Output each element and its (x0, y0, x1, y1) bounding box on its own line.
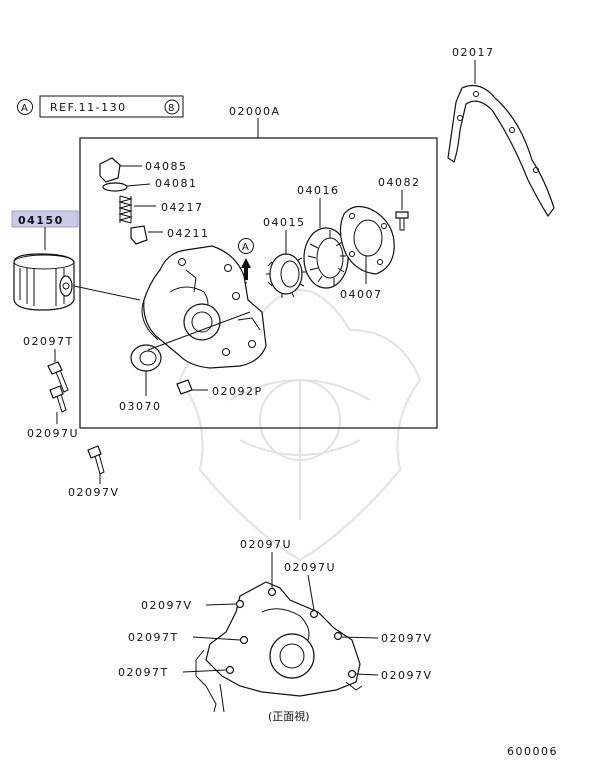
part-04150-oil-filter[interactable] (13, 253, 75, 311)
label-04217: 04217 (161, 201, 204, 214)
front-view-caption: (正面視) (268, 709, 310, 723)
part-04217-spring[interactable] (118, 195, 133, 224)
label-04007: 04007 (340, 288, 383, 301)
part-oil-pump-housing[interactable] (141, 245, 267, 369)
label-02017: 02017 (452, 46, 495, 59)
part-04085-plug[interactable] (99, 157, 121, 183)
label-04085: 04085 (145, 160, 188, 173)
label-02000A: 02000A (229, 105, 281, 118)
label-02097V-2: 02097V (141, 599, 193, 612)
part-04007-pump-cover[interactable] (339, 205, 395, 275)
part-02097T-bolt[interactable] (47, 361, 69, 393)
diagram-id: 600006 (507, 745, 558, 758)
part-02017-gasket[interactable] (447, 85, 555, 218)
label-02097U-1: 02097U (27, 427, 79, 440)
ref-letter: A (21, 103, 28, 114)
label-02097T-2: 02097T (128, 631, 179, 644)
label-02097U-2: 02097U (240, 538, 292, 551)
label-04081: 04081 (155, 177, 198, 190)
front-view-assembly[interactable] (195, 581, 363, 713)
reference-callout[interactable]: A REF.11-130 8 (17, 95, 184, 118)
label-02097V-1: 02097V (68, 486, 120, 499)
part-03070-oil-seal[interactable] (130, 344, 162, 372)
part-04081-ring[interactable] (102, 182, 128, 192)
part-02092P-plug[interactable] (176, 379, 193, 395)
label-03070: 03070 (119, 400, 162, 413)
label-04211: 04211 (167, 227, 210, 240)
label-04016: 04016 (297, 184, 340, 197)
part-04082-screw[interactable] (395, 211, 409, 231)
view-arrow-letter: A (242, 242, 249, 253)
label-02097T-3: 02097T (118, 666, 169, 679)
label-02097U-3: 02097U (284, 561, 336, 574)
label-04015: 04015 (263, 216, 306, 229)
ref-suffix: 8 (168, 103, 174, 114)
label-04082: 04082 (378, 176, 421, 189)
watermark-emblem (178, 289, 422, 562)
label-02097V-3: 02097V (381, 632, 433, 645)
part-02097V-bolt[interactable] (87, 445, 105, 475)
ref-label: REF.11-130 (50, 101, 127, 114)
part-04211-plunger[interactable] (130, 225, 148, 245)
part-02097U-bolt[interactable] (49, 385, 67, 413)
label-02092P: 02092P (212, 385, 263, 398)
label-02097V-4: 02097V (381, 669, 433, 682)
label-04150: 04150 (18, 214, 64, 227)
label-02097T-1: 02097T (23, 335, 74, 348)
